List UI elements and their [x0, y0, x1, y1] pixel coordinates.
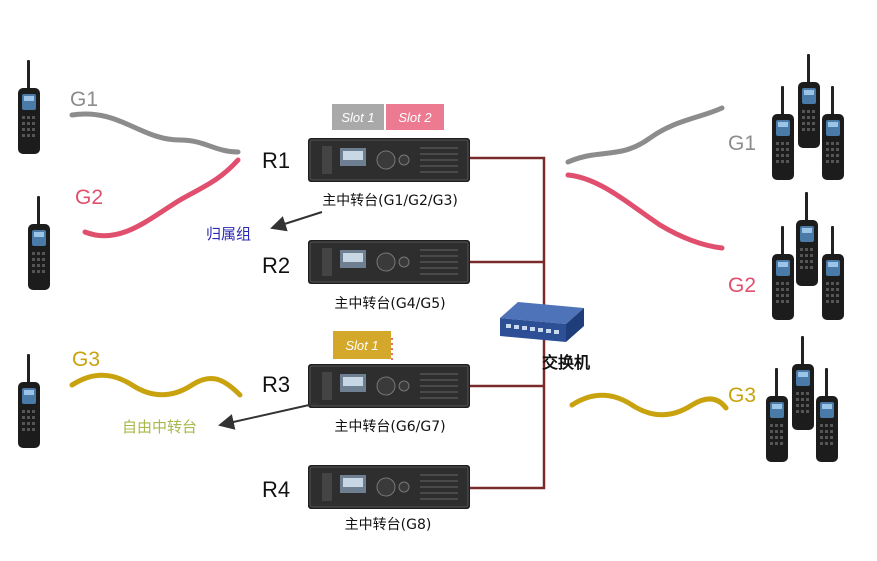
repeater-caption-r4: 主中转台(G8)	[345, 517, 432, 533]
home-group-arrow	[270, 211, 323, 232]
group-label-left-g1: G1	[70, 88, 98, 111]
free-repeater-label: 自由中转台	[122, 418, 197, 436]
repeater-r4	[307, 464, 471, 510]
repeater-r2	[307, 239, 471, 285]
repeater-caption-r1: 主中转台(G1/G2/G3)	[322, 193, 458, 209]
repeater-id-r3: R3	[262, 372, 290, 397]
switch-label: 交换机	[542, 353, 590, 372]
radio-left-g3	[18, 354, 40, 448]
slot1-box-r1	[332, 104, 384, 130]
radio-cluster-right-g3	[766, 336, 838, 462]
wave-right-g2	[565, 172, 725, 251]
radio-cluster-right-g1	[772, 54, 844, 180]
slot1-label-r1: Slot 1	[341, 110, 374, 125]
radio-left-g1	[18, 60, 40, 154]
wave-left-g1	[69, 111, 241, 155]
slot1-label-r3: Slot 1	[345, 338, 378, 353]
wave-left-g3	[69, 372, 243, 398]
group-label-right-g1: G1	[728, 132, 756, 155]
group-label-right-g3: G3	[728, 384, 756, 407]
repeater-caption-r3: 主中转台(G6/G7)	[334, 419, 445, 435]
free-repeater-arrow	[218, 402, 319, 430]
group-label-right-g2: G2	[728, 274, 756, 297]
repeater-id-r1: R1	[262, 148, 290, 173]
repeater-r3	[307, 363, 471, 409]
slot2-box-r1	[386, 104, 444, 130]
repeater-r1	[307, 137, 471, 183]
repeater-id-r4: R4	[262, 477, 290, 502]
wave-right-g3	[569, 392, 729, 418]
wave-left-g2	[82, 157, 241, 239]
radio-left-g2	[28, 196, 50, 290]
group-label-left-g2: G2	[75, 186, 103, 209]
slot1-box-r3	[333, 331, 391, 359]
wave-right-g1	[565, 105, 725, 165]
home-group-label: 归属组	[206, 225, 251, 243]
radio-cluster-right-g2	[772, 192, 844, 320]
slot2-label-r1: Slot 2	[398, 110, 432, 125]
group-label-left-g3: G3	[72, 348, 100, 371]
repeater-caption-r2: 主中转台(G4/G5)	[334, 296, 445, 312]
network-switch	[500, 302, 584, 342]
repeater-id-r2: R2	[262, 253, 290, 278]
